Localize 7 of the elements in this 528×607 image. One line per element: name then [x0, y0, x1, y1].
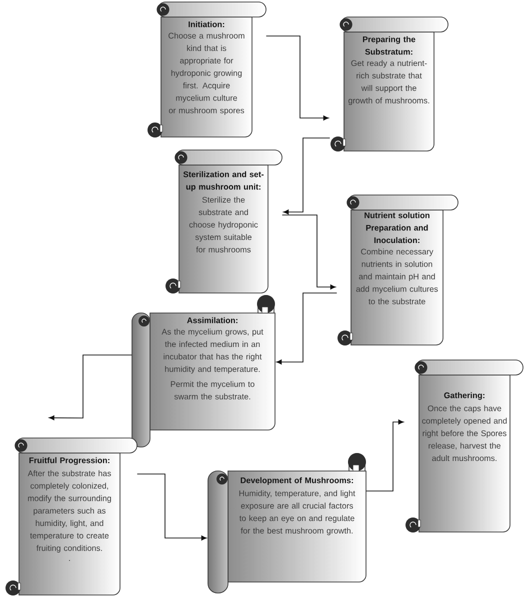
connector-arrow — [136, 474, 207, 540]
connector-arrow — [282, 214, 336, 290]
connector-arrow — [283, 138, 330, 214]
connector-arrow — [366, 420, 404, 492]
connector-arrow — [48, 354, 132, 420]
connector-arrow — [276, 292, 338, 364]
connector-arrow — [266, 36, 329, 120]
